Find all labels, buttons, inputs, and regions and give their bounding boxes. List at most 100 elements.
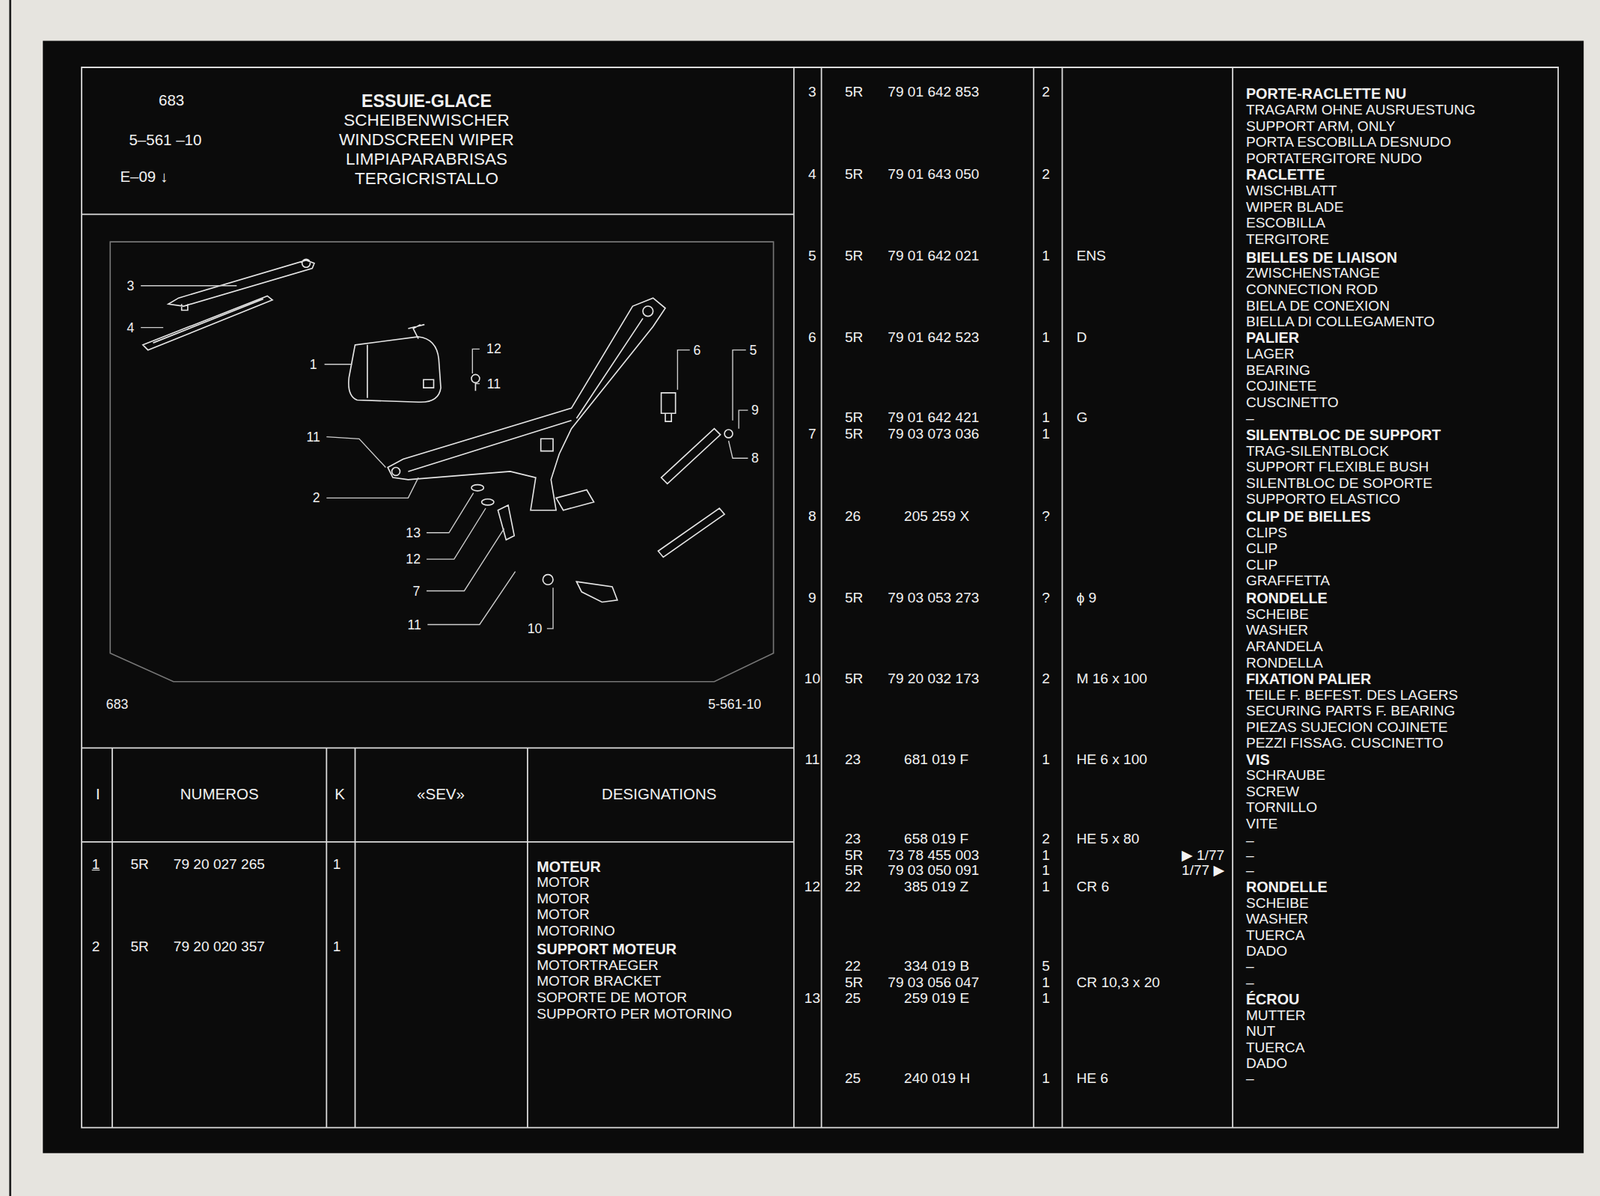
- table-cell: 5R: [844, 425, 863, 443]
- table-cell: 658 019 F: [904, 830, 969, 848]
- table-cell: 205 259 X: [904, 508, 970, 525]
- film-edge: [8, 0, 12, 1196]
- table-cell: 5R: [844, 409, 863, 426]
- header-text: 5–561 –10: [128, 130, 202, 149]
- table-cell: ?: [1041, 508, 1050, 525]
- designation-heading: BIELLES DE LIAISON: [1246, 248, 1398, 266]
- table-cell: ?: [1041, 589, 1050, 607]
- table-cell: M 16 x 100: [1076, 670, 1148, 687]
- table-cell: SUPPORTO PER MOTORINO: [536, 1005, 732, 1023]
- table-cell: 23: [844, 830, 861, 848]
- table-cell: MUTTER: [1246, 1007, 1306, 1024]
- table-cell: CLIP: [1246, 540, 1278, 557]
- table-cell: ZWISCHENSTANGE: [1246, 264, 1380, 282]
- table-cell: ϕ 9: [1076, 589, 1098, 607]
- table-cell: BIELLA DI COLLEGAMENTO: [1246, 313, 1435, 331]
- table-cell: 5R: [844, 589, 863, 607]
- designation-heading: RACLETTE: [1246, 166, 1326, 184]
- designation-heading: PORTE-RACLETTE NU: [1246, 85, 1407, 103]
- table-cell: WISCHBLATT: [1246, 182, 1338, 200]
- callout-number: 2: [312, 490, 321, 506]
- table-cell: WASHER: [1246, 910, 1309, 928]
- table-cell: CR 6: [1076, 878, 1110, 896]
- callout-number: 9: [751, 402, 759, 418]
- table-cell: COJINETE: [1246, 377, 1317, 395]
- table-cell: MOTOR BRACKET: [536, 972, 661, 990]
- callout-number: 11: [487, 376, 501, 392]
- table-cell: –: [1246, 957, 1255, 975]
- table-cell: 7: [808, 425, 817, 443]
- table-cell: 79 01 642 021: [887, 247, 979, 265]
- header-text: K: [334, 785, 345, 803]
- table-cell: PORTA ESCOBILLA DESNUDO: [1246, 133, 1452, 151]
- table-cell: 1: [1041, 990, 1050, 1007]
- callout-number: 11: [407, 616, 421, 632]
- table-cell: 1: [1041, 847, 1050, 864]
- table-cell: 1: [1041, 751, 1050, 768]
- callout-number: 4: [127, 320, 135, 336]
- callout-number: 10: [527, 621, 543, 637]
- table-cell: LAGER: [1246, 345, 1295, 363]
- leader-lines: [140, 285, 748, 629]
- table-cell: 23: [844, 751, 861, 768]
- table-cell: NUT: [1246, 1023, 1276, 1040]
- title-line: WINDSCREEN WIPER: [339, 130, 515, 150]
- table-cell: MOTOR: [536, 906, 590, 923]
- table-cell: SUPPORT FLEXIBLE BUSH: [1246, 458, 1429, 476]
- callout-number: 8: [751, 450, 759, 466]
- table-cell: 79 01 643 050: [887, 166, 979, 183]
- table-cell: MOTORINO: [536, 922, 616, 940]
- table-cell: 259 019 E: [904, 990, 970, 1007]
- table-cell: 5R: [844, 847, 863, 864]
- table-cell: 79 03 053 273: [887, 589, 979, 607]
- designation-heading: SILENTBLOC DE SUPPORT: [1246, 426, 1441, 444]
- title-line: ESSUIE-GLACE: [361, 91, 492, 112]
- table-cell: TEILE F. BEFEST. DES LAGERS: [1246, 686, 1458, 704]
- table-cell: 2: [1041, 166, 1050, 183]
- callout-number: 11: [306, 428, 320, 444]
- table-cell: 5R: [844, 247, 863, 265]
- designation-heading: RONDELLE: [1246, 878, 1328, 896]
- table-cell: ARANDELA: [1246, 638, 1324, 655]
- callout-number: 6: [692, 342, 701, 358]
- table-cell: ENS: [1076, 247, 1107, 265]
- table-cell: 4: [808, 166, 817, 183]
- table-cell: 79 03 073 036: [887, 425, 979, 443]
- table-cell: 79 03 056 047: [887, 974, 979, 991]
- table-rules: [81, 67, 1559, 1128]
- table-cell: 1: [1041, 862, 1050, 879]
- table-cell: MOTOR: [536, 874, 590, 891]
- table-cell: CLIP: [1246, 556, 1278, 574]
- table-cell: 240 019 H: [904, 1070, 970, 1087]
- table-cell: 79 01 642 421: [887, 409, 979, 426]
- table-cell: TUERCA: [1246, 927, 1306, 944]
- table-cell: 79 01 642 523: [887, 329, 979, 346]
- callout-number: 12: [486, 341, 502, 357]
- callout-number: 3: [127, 278, 135, 294]
- table-cell: 6: [808, 329, 817, 346]
- callout-number: 5-561-10: [707, 696, 762, 712]
- callout-number: 1: [309, 356, 318, 372]
- header-text: DESIGNATIONS: [601, 785, 717, 803]
- table-cell: 22: [844, 957, 861, 975]
- table-cell: 13: [804, 990, 821, 1007]
- table-cell: HE 6 x 100: [1076, 751, 1148, 768]
- table-cell: SILENTBLOC DE SOPORTE: [1246, 475, 1433, 492]
- table-cell: –: [1246, 862, 1255, 879]
- designation-heading: CLIP DE BIELLES: [1246, 508, 1372, 526]
- table-cell: 1: [1041, 974, 1050, 991]
- table-cell: 79 03 050 091: [887, 862, 979, 879]
- table-cell: ESCOBILLA: [1246, 214, 1326, 232]
- table-cell: CONNECTION ROD: [1246, 281, 1378, 298]
- table-cell: WASHER: [1246, 621, 1309, 639]
- table-cell: WIPER BLADE: [1246, 199, 1345, 216]
- table-cell: G: [1076, 409, 1089, 426]
- title-line: LIMPIAPARABRISAS: [345, 149, 508, 170]
- table-cell: TORNILLO: [1246, 799, 1318, 816]
- table-cell: 1/77 ▶: [1181, 862, 1225, 879]
- table-cell: 8: [808, 508, 817, 525]
- table-cell: 79 01 642 853: [887, 83, 979, 101]
- table-cell: 2: [1041, 670, 1050, 687]
- table-cell: 1: [1041, 247, 1050, 265]
